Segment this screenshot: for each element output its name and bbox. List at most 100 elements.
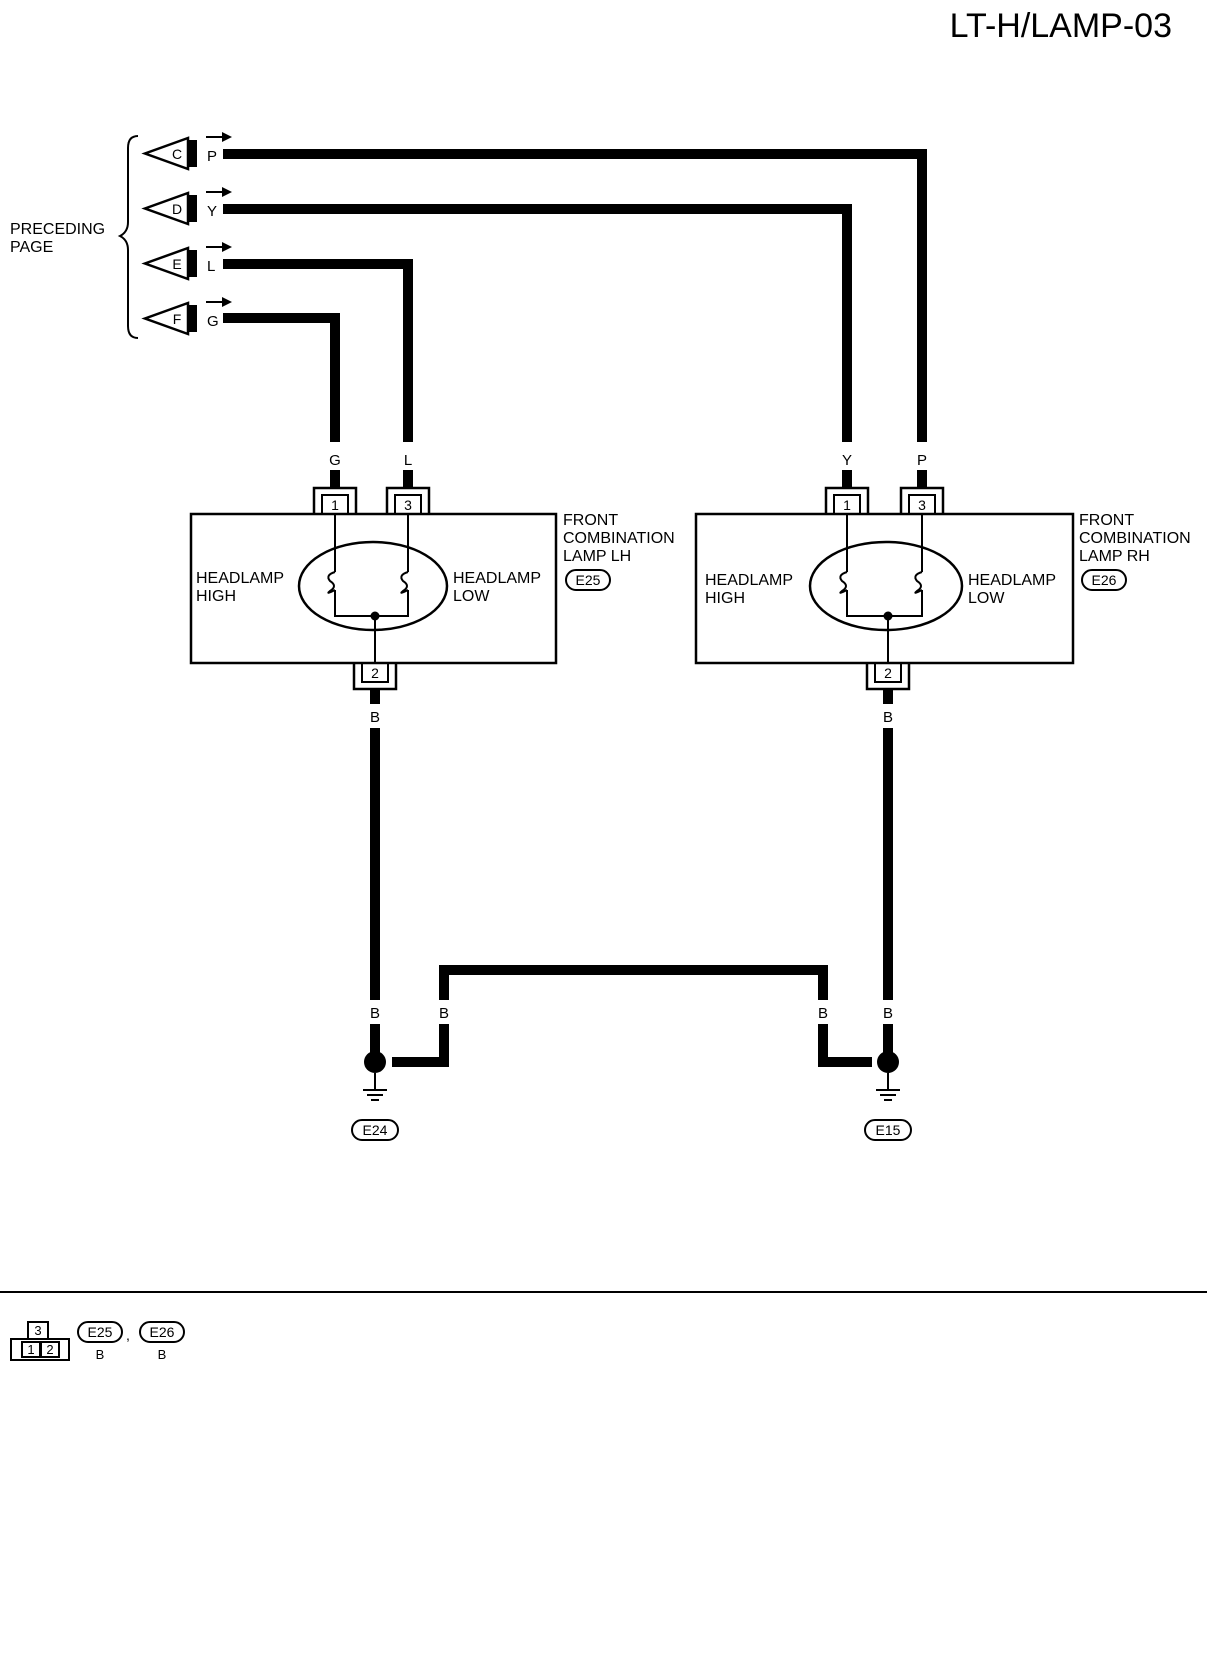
ground-e24-badge — [351, 1119, 399, 1141]
lamp-lh-high-bulb-icon — [327, 571, 336, 594]
lamp-lh-pin1: 1 — [331, 497, 339, 513]
connector-d-bar — [188, 195, 197, 222]
connector-e-bar — [188, 250, 197, 277]
legend-pin-2-box — [40, 1341, 60, 1358]
connector-f-arrow — [141, 301, 190, 336]
lamp-lh-high-label-2: HIGH — [196, 588, 236, 605]
lamp-rh-low-bulb-icon — [914, 571, 923, 594]
ground-symbol-lh-icon — [363, 1073, 387, 1101]
legend-e26-badge — [139, 1321, 185, 1343]
wire-g — [223, 313, 340, 442]
preceding-page-label-2: PAGE — [10, 239, 53, 256]
ground-e15-badge — [864, 1119, 912, 1141]
ground-wire-label-2: B — [439, 1005, 449, 1022]
lamp-lh-internal-wiring — [334, 514, 409, 663]
wire-ground-bridge — [439, 965, 828, 1000]
preceding-page-label-1: PRECEDING — [10, 221, 105, 238]
lamp-rh-name-2: COMBINATION — [1079, 530, 1191, 547]
connector-e-letter: E — [172, 256, 181, 272]
wire-label-lh-high: G — [329, 452, 341, 469]
connector-f-color: G — [207, 313, 219, 330]
front-combination-lamp-rh: 1 3 2 HEADLAMP HIGH HEADLAMP LOW FRONT C… — [694, 486, 1191, 691]
wire-p — [223, 149, 927, 442]
legend-e26-id: E26 — [150, 1324, 175, 1340]
ground-wire-label-4: B — [883, 1005, 893, 1022]
lamp-rh-name-3: LAMP RH — [1079, 548, 1150, 565]
front-combination-lamp-lh: 1 3 2 HEADLAMP HIGH HEADLAMP LOW FRONT C… — [189, 486, 675, 691]
legend-e25-id: E25 — [88, 1324, 113, 1340]
connector-f: F G — [141, 297, 232, 336]
ground-point-rh — [877, 1051, 899, 1073]
connector-c-bar — [188, 140, 197, 167]
wire-label-rh-low: P — [917, 452, 927, 469]
wire-y — [223, 204, 852, 442]
lamp-lh-name-3: LAMP LH — [563, 548, 631, 565]
lamp-rh-pin3-housing — [899, 486, 945, 514]
lamp-rh-connector-badge — [1081, 569, 1127, 591]
lamp-rh-internal-wiring — [846, 514, 923, 663]
wire-l — [223, 259, 413, 442]
connector-c: C P — [141, 132, 232, 171]
lamp-lh-pin2: 2 — [371, 665, 379, 681]
preceding-page-brace — [117, 135, 139, 339]
connector-c-letter: C — [172, 146, 182, 162]
wire-rh-bridge-lower — [818, 1024, 872, 1067]
lamp-rh-pin3: 3 — [918, 497, 926, 513]
legend-pin-top: 3 — [34, 1323, 41, 1338]
connector-f-arrowhead-icon — [222, 297, 232, 307]
legend-pin-1: 1 — [27, 1342, 34, 1357]
ground-wire-label-3: B — [818, 1005, 828, 1022]
lamp-lh-name-2: COMBINATION — [563, 530, 675, 547]
lamp-rh-pin1-housing — [824, 486, 870, 514]
wire-label-lh-high-bg — [325, 448, 345, 468]
lamp-lh-junction-dot — [370, 611, 380, 621]
lamp-lh-high-label-1: HEADLAMP — [196, 570, 284, 587]
wire-label-lh-low: L — [404, 452, 412, 469]
lamp-rh-pin1: 1 — [843, 497, 851, 513]
ground-point-lh — [364, 1051, 386, 1073]
connector-e-color: L — [207, 258, 215, 275]
lamp-rh-name-1: FRONT — [1079, 512, 1134, 529]
legend-e25-color: B — [96, 1347, 105, 1362]
legend-e25-badge — [77, 1321, 123, 1343]
lamp-rh-high-label-1: HEADLAMP — [705, 572, 793, 589]
connector-e: E L — [141, 242, 232, 281]
connector-f-letter: F — [173, 311, 182, 327]
lamp-lh-box — [189, 512, 558, 665]
ground-e24-label: E24 — [363, 1122, 388, 1138]
lamp-lh-connector-id: E25 — [576, 572, 601, 588]
connector-d: D Y — [141, 187, 232, 226]
legend-e26-color: B — [158, 1347, 167, 1362]
lamp-lh-connector-badge — [565, 569, 611, 591]
ground-e15-label: E15 — [876, 1122, 901, 1138]
connector-d-arrowhead-icon — [222, 187, 232, 197]
ground-symbol-rh-icon — [876, 1073, 900, 1101]
lamp-lh-low-label-1: HEADLAMP — [453, 570, 541, 587]
connector-d-color: Y — [207, 203, 217, 220]
lamp-rh-housing-ellipse — [808, 540, 964, 632]
page-title: LT-H/LAMP-03 — [950, 7, 1172, 45]
lamp-rh-high-label-2: HIGH — [705, 590, 745, 607]
connector-d-letter: D — [172, 201, 182, 217]
ground-wire-label-1: B — [370, 1005, 380, 1022]
legend-separator: , — [126, 1327, 130, 1343]
preceding-page-group: PRECEDING PAGE — [10, 135, 139, 339]
wire-label-rh-ground: B — [883, 709, 893, 726]
lamp-rh-high-bulb-icon — [839, 571, 848, 594]
wire-label-rh-high: Y — [842, 452, 852, 469]
connector-c-arrowhead-icon — [222, 132, 232, 142]
connector-legend: 3 1 2 E25 B , E26 B — [10, 1321, 185, 1362]
lamp-rh-pin2: 2 — [884, 665, 892, 681]
lamp-lh-pin3: 3 — [404, 497, 412, 513]
connector-f-bar — [188, 305, 197, 332]
lamp-rh-connector-id: E26 — [1092, 572, 1117, 588]
lamp-lh-name-1: FRONT — [563, 512, 618, 529]
legend-connector-body — [10, 1338, 70, 1361]
connector-e-arrowhead-icon — [222, 242, 232, 252]
wire-lh-bridge-lower — [392, 1024, 449, 1067]
lamp-rh-junction-dot — [883, 611, 893, 621]
lamp-rh-low-label-2: LOW — [968, 590, 1005, 607]
connector-c-color: P — [207, 148, 217, 165]
lamp-lh-low-bulb-icon — [400, 571, 409, 594]
